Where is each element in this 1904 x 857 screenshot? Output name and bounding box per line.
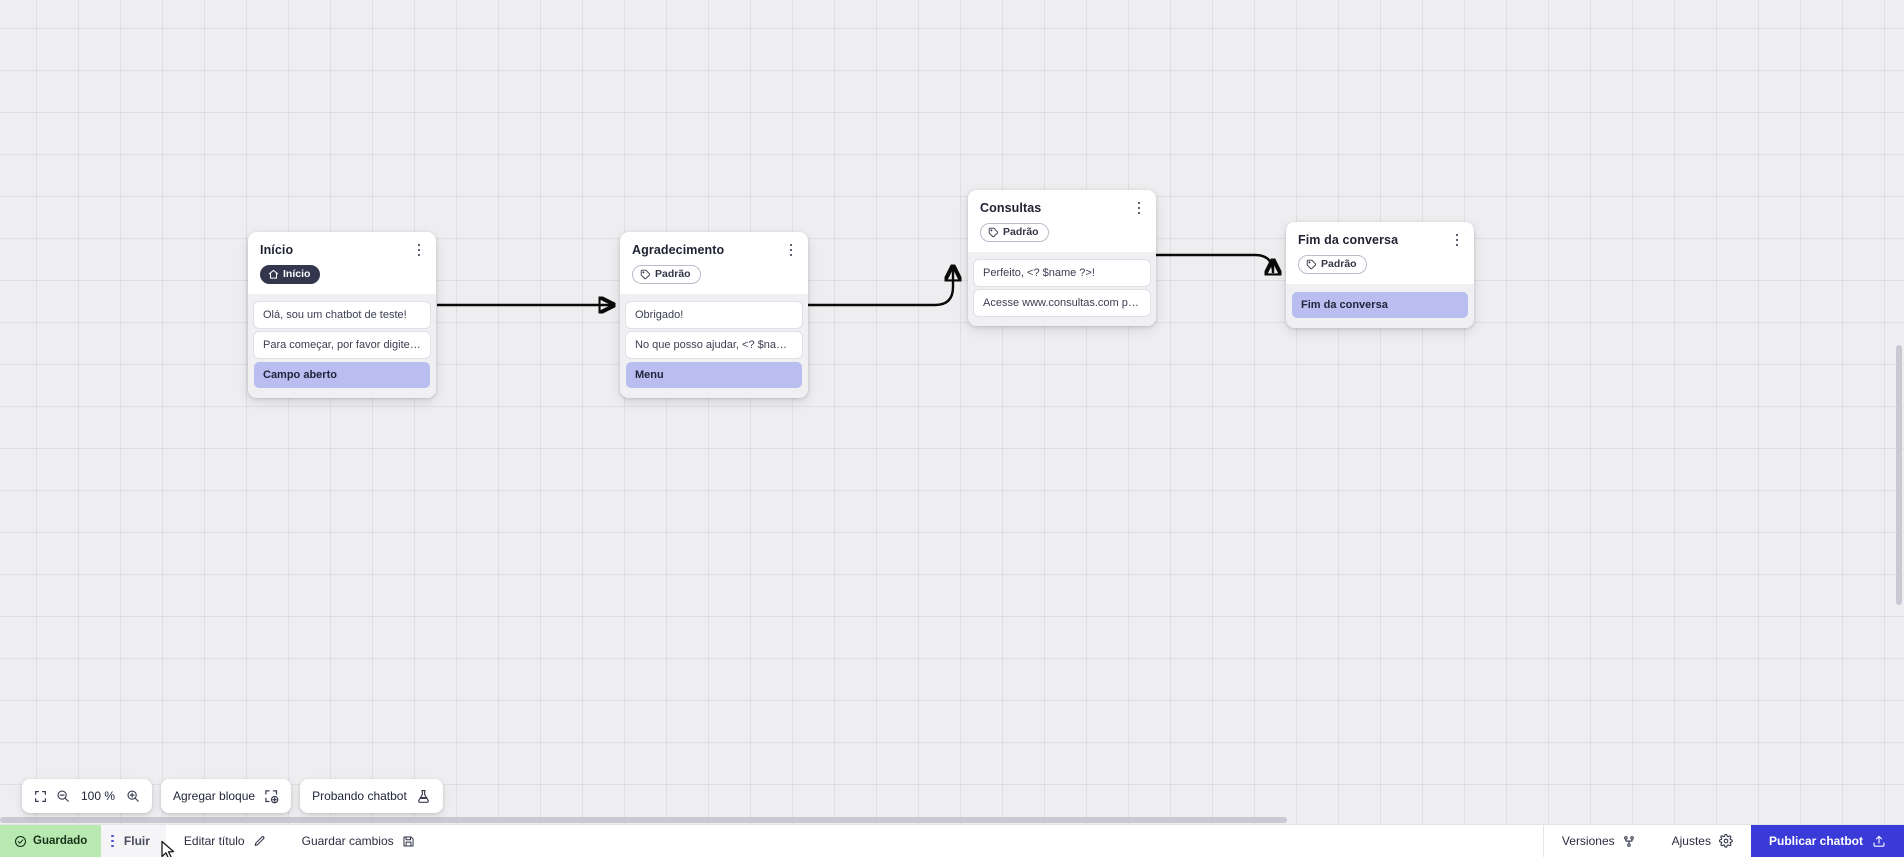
node-badge-label: Padrão xyxy=(1321,258,1357,271)
flow-node-inicio[interactable]: Início Início Olá, sou um chatbot de tes… xyxy=(248,232,436,398)
node-badge-default: Padrão xyxy=(632,265,701,284)
gear-icon xyxy=(1718,834,1733,848)
node-badge-default: Padrão xyxy=(1298,255,1367,274)
node-message-row[interactable]: Acesse www.consultas.com par... xyxy=(974,290,1150,316)
status-bar-left: Guardado Fluir Editar título Guardar cam… xyxy=(0,825,433,857)
saved-status-badge: Guardado xyxy=(0,825,102,857)
upload-icon xyxy=(1872,834,1886,848)
node-messages: Fim da conversa xyxy=(1286,284,1474,328)
zoom-level-value: 100 % xyxy=(80,789,116,803)
edge-connectors-layer xyxy=(437,253,1904,824)
bottom-status-bar: Guardado Fluir Editar título Guardar cam… xyxy=(0,824,1904,857)
node-menu-button[interactable] xyxy=(783,241,799,259)
pencil-icon xyxy=(253,835,266,848)
node-header: Consultas Padrão xyxy=(968,190,1156,252)
fit-screen-icon[interactable] xyxy=(34,790,47,803)
edit-title-button[interactable]: Editar título xyxy=(166,825,284,857)
node-message-row[interactable]: Perfeito, <? $name ?>! xyxy=(974,260,1150,286)
publish-chatbot-label: Publicar chatbot xyxy=(1768,834,1863,848)
node-title: Consultas xyxy=(980,201,1042,215)
floppy-icon xyxy=(402,835,415,848)
node-badge-default: Padrão xyxy=(980,223,1049,242)
flow-node-fim-da-conversa[interactable]: Fim da conversa Padrão Fim da conversa xyxy=(1286,222,1474,328)
vertical-scrollbar[interactable] xyxy=(1896,345,1902,605)
horizontal-scrollbar[interactable] xyxy=(0,817,1287,823)
branch-icon xyxy=(1623,835,1636,848)
save-changes-label: Guardar cambios xyxy=(301,834,394,848)
node-badge-label: Início xyxy=(283,268,311,281)
tab-fluir[interactable]: Fluir xyxy=(101,825,166,857)
node-header: Fim da conversa Padrão xyxy=(1286,222,1474,284)
node-message-row[interactable]: Para começar, por favor digite o ... xyxy=(254,332,430,358)
add-block-button[interactable]: Agregar bloque xyxy=(161,779,292,813)
node-menu-button[interactable] xyxy=(411,241,427,259)
tag-icon xyxy=(1306,259,1317,270)
node-header: Agradecimento Padrão xyxy=(620,232,808,294)
flow-node-agradecimento[interactable]: Agradecimento Padrão Obrigado! No que po… xyxy=(620,232,808,398)
node-message-row[interactable]: No que posso ajudar, <? $name ... xyxy=(626,332,802,358)
add-block-icon xyxy=(264,789,279,804)
vertical-dots-icon[interactable] xyxy=(111,834,114,848)
node-header: Início Início xyxy=(248,232,436,294)
flow-canvas[interactable]: Início Início Olá, sou um chatbot de tes… xyxy=(0,0,1904,824)
canvas-toolbar: 100 % Agregar bloque Probando chatbot xyxy=(22,779,443,813)
node-title: Início xyxy=(260,243,294,257)
node-badge-start: Início xyxy=(260,265,321,284)
saved-status-label: Guardado xyxy=(33,835,88,847)
status-bar-spacer xyxy=(433,825,1543,857)
home-icon xyxy=(268,269,279,280)
node-badge-label: Padrão xyxy=(1003,226,1039,239)
node-message-row-accent[interactable]: Fim da conversa xyxy=(1292,292,1468,318)
versions-button[interactable]: Versiones xyxy=(1544,825,1654,857)
node-message-row[interactable]: Obrigado! xyxy=(626,302,802,328)
tag-icon xyxy=(640,269,651,280)
zoom-in-icon[interactable] xyxy=(126,789,140,803)
publish-chatbot-button[interactable]: Publicar chatbot xyxy=(1750,825,1904,857)
settings-label: Ajustes xyxy=(1671,834,1711,848)
node-title: Agradecimento xyxy=(632,243,725,257)
node-messages: Obrigado! No que posso ajudar, <? $name … xyxy=(620,294,808,398)
tag-icon xyxy=(988,227,999,238)
save-changes-button[interactable]: Guardar cambios xyxy=(284,825,433,857)
flow-node-consultas[interactable]: Consultas Padrão Perfeito, <? $name ?>! … xyxy=(968,190,1156,326)
check-circle-icon xyxy=(14,835,27,848)
test-chatbot-label: Probando chatbot xyxy=(312,789,407,803)
edge-consultas-to-fim xyxy=(1152,253,1273,273)
node-messages: Olá, sou um chatbot de teste! Para começ… xyxy=(248,294,436,398)
node-message-row[interactable]: Olá, sou um chatbot de teste! xyxy=(254,302,430,328)
zoom-controls: 100 % xyxy=(22,779,152,813)
versions-label: Versiones xyxy=(1561,834,1615,848)
test-chatbot-button[interactable]: Probando chatbot xyxy=(300,779,443,813)
node-title: Fim da conversa xyxy=(1298,233,1399,247)
node-menu-button[interactable] xyxy=(1449,231,1465,249)
status-bar-right: Versiones Ajustes xyxy=(1542,825,1904,857)
flask-icon xyxy=(416,789,431,804)
node-messages: Perfeito, <? $name ?>! Acesse www.consul… xyxy=(968,252,1156,326)
edit-title-label: Editar título xyxy=(183,834,245,848)
settings-button[interactable]: Ajustes xyxy=(1654,825,1751,857)
node-message-row-accent[interactable]: Campo aberto xyxy=(254,362,430,388)
tab-fluir-label: Fluir xyxy=(123,834,150,848)
node-message-row-accent[interactable]: Menu xyxy=(626,362,802,388)
edge-agradecimento-to-consultas xyxy=(805,268,953,307)
node-badge-label: Padrão xyxy=(655,268,691,281)
add-block-label: Agregar bloque xyxy=(173,789,256,803)
zoom-out-icon[interactable] xyxy=(56,789,70,803)
node-menu-button[interactable] xyxy=(1131,199,1147,217)
